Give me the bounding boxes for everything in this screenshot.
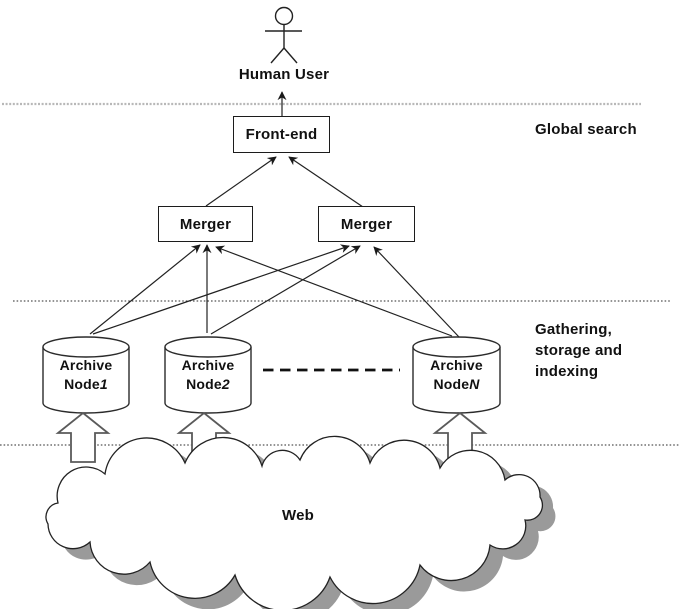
cloud-label: Web xyxy=(282,507,314,524)
nodeN-label: Archive NodeN xyxy=(414,356,499,394)
frontend-label: Front-end xyxy=(245,126,318,143)
zone-label-global-search: Global search xyxy=(535,121,637,138)
connection-lines xyxy=(89,91,460,338)
arrow-nodeN-to-merger-right xyxy=(373,246,460,338)
node2-line1: Archive xyxy=(181,357,235,373)
ingest-arrows xyxy=(55,411,488,463)
nodeN-index: N xyxy=(469,376,480,392)
block-arrow-node1-icon xyxy=(55,411,111,463)
merger-left-label: Merger xyxy=(179,215,232,233)
actor-leg-right xyxy=(283,47,298,64)
arrow-merger-left-to-frontend xyxy=(205,156,277,207)
node2-label: Archive Node2 xyxy=(166,356,250,394)
cylinder-node2-icon xyxy=(164,336,252,414)
node2-prefix: Node xyxy=(186,376,222,392)
human-user-icon xyxy=(265,6,302,64)
arrow-merger-right-to-frontend xyxy=(288,156,364,208)
node1-line1: Archive xyxy=(59,357,113,373)
merger-left-box: Merger xyxy=(158,206,253,242)
arrow-nodeN-to-merger-left xyxy=(215,245,453,337)
arrow-node1-to-merger-right xyxy=(92,244,350,335)
merger-right-label: Merger xyxy=(340,215,393,233)
cloud-shape-icon xyxy=(45,435,544,609)
node2-index: 2 xyxy=(221,376,230,392)
actor-head xyxy=(274,6,294,26)
web-cloud xyxy=(45,435,556,609)
arrow-node2-to-merger-right xyxy=(210,245,361,335)
actor-leg-left xyxy=(270,47,285,64)
archive-cylinders xyxy=(42,336,501,414)
merger-right-box: Merger xyxy=(318,206,415,242)
nodeN-line1: Archive xyxy=(430,357,483,373)
zone-label-gathering: Gathering, storage and indexing xyxy=(535,321,623,380)
arrow-node1-to-merger-left xyxy=(89,244,201,335)
cylinder-node1-icon xyxy=(42,336,130,414)
node1-label: Archive Node1 xyxy=(44,356,128,394)
cylinder-nodeN-icon xyxy=(412,336,501,414)
node1-index: 1 xyxy=(99,376,108,392)
frontend-box: Front-end xyxy=(233,116,330,153)
actor-label: Human User xyxy=(238,66,330,83)
nodeN-prefix: Node xyxy=(433,376,470,392)
node1-prefix: Node xyxy=(64,376,100,392)
